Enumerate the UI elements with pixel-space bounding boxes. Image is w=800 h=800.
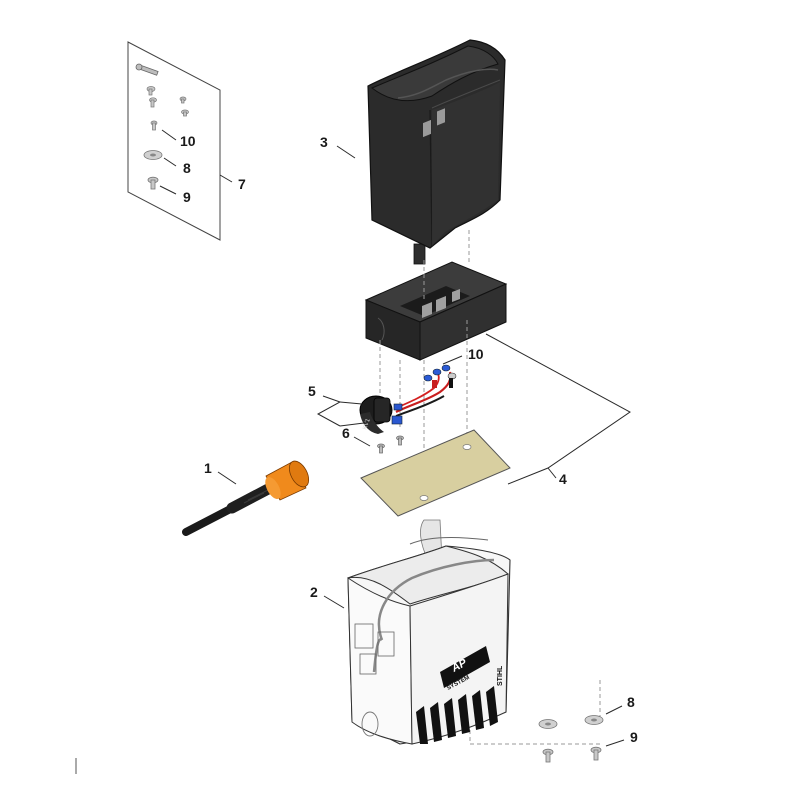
washer-8-left — [538, 719, 558, 729]
callout-8-bottom: 8 — [627, 694, 635, 710]
kit-screw-10 — [150, 120, 158, 131]
callout-10-wiring: 10 — [468, 346, 484, 362]
kit-screw-long — [135, 63, 159, 76]
socket-screw-1 — [377, 443, 385, 454]
callout-8-kit: 8 — [183, 160, 191, 176]
callout-2: 2 — [310, 584, 318, 600]
kit-washer-8 — [143, 150, 163, 160]
screw-9-left — [542, 748, 554, 763]
gasket-plate — [360, 429, 511, 517]
callout-9-kit: 9 — [183, 189, 191, 205]
washer-8-right — [584, 715, 604, 725]
callout-9-bottom: 9 — [630, 729, 638, 745]
ring-terminal-2 — [432, 368, 442, 376]
charging-plug-cable — [182, 460, 310, 536]
battery-holder-block — [364, 108, 508, 361]
svg-text:KV1: KV1 — [362, 417, 372, 430]
ring-terminal-3 — [441, 364, 451, 372]
callout-4: 4 — [559, 471, 567, 487]
top-housing — [367, 39, 506, 265]
callout-3: 3 — [320, 134, 328, 150]
carry-bag: AP SYSTEM STIHL — [347, 519, 511, 745]
callout-7: 7 — [238, 176, 246, 192]
kit-screw-small-1 — [146, 86, 156, 96]
callout-10-kit: 10 — [180, 133, 196, 149]
wiring-harness — [391, 364, 457, 425]
socket-screw-2 — [396, 435, 404, 446]
kit-screw-small-4 — [181, 109, 189, 117]
kit-screw-9 — [147, 176, 159, 190]
callout-1: 1 — [204, 460, 212, 476]
kit-screw-small-3 — [179, 96, 187, 104]
callout-6: 6 — [342, 425, 350, 441]
bag-stripes — [416, 686, 498, 744]
hardware-kit-sheet — [127, 41, 233, 241]
charging-socket: KV1 — [359, 395, 393, 434]
plug-orange-collar — [265, 460, 310, 501]
bag-brand-side: STIHL — [497, 665, 504, 686]
kit-screw-small-2 — [149, 97, 157, 108]
screw-9-right — [590, 746, 602, 761]
callout-5: 5 — [308, 383, 316, 399]
ring-terminal-1 — [423, 374, 433, 382]
